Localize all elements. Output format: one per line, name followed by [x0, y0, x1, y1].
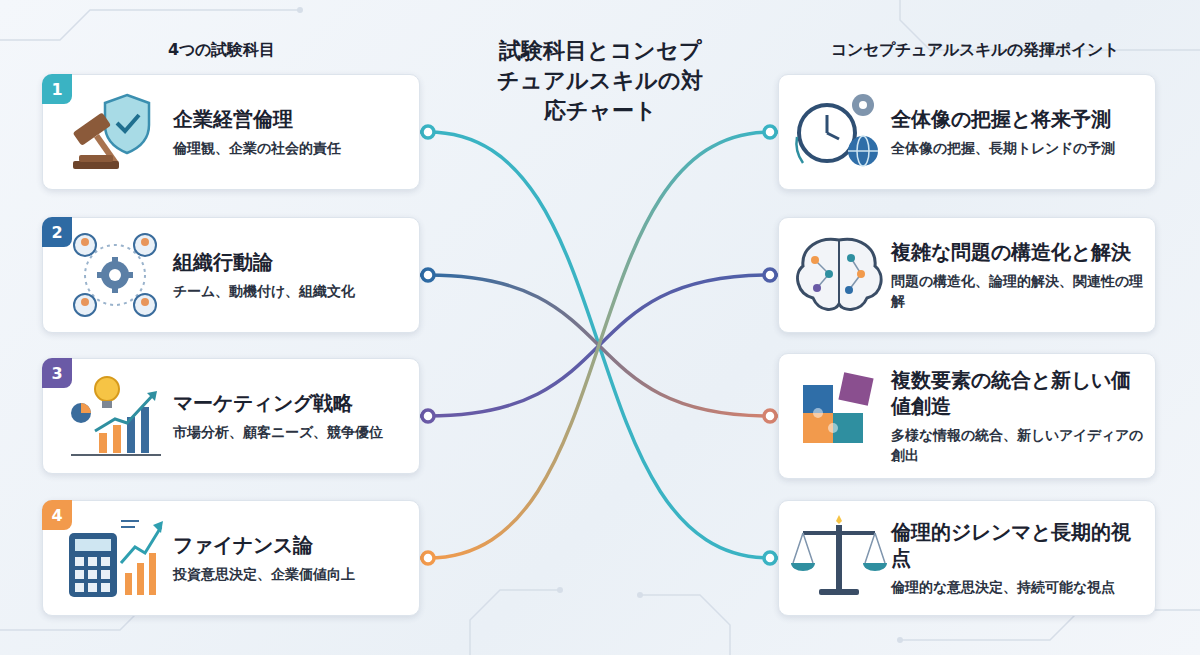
- subject-card: 企業経営倫理倫理観、企業の社会的責任 1: [42, 74, 420, 190]
- connector-end-dot: [422, 410, 434, 422]
- subject-card: 全体像の把握と将来予測全体像の把握、長期トレンドの予測: [778, 74, 1156, 190]
- calculator-key: [101, 570, 110, 579]
- card-heading: 複雑な問題の構造化と解決: [891, 239, 1143, 265]
- card-text: 複雑な問題の構造化と解決問題の構造化、論理的解決、関連性の理解: [891, 239, 1143, 311]
- idea-chart-icon: [65, 371, 165, 461]
- badge-number: 3: [51, 364, 62, 383]
- connector-end-dot: [764, 269, 776, 281]
- connector-end-dot: [422, 269, 434, 281]
- card-text: ファイナンス論投資意思決定、企業価値向上: [173, 532, 355, 584]
- calculator-key: [75, 570, 84, 579]
- calculator-key: [75, 583, 84, 592]
- card-heading: 倫理的ジレンマと長期的視点: [891, 519, 1143, 571]
- card-heading: 企業経営倫理: [173, 106, 341, 132]
- number-badge: 2: [42, 217, 72, 247]
- card-body: 全体像の把握、長期トレンドの予測: [891, 138, 1115, 158]
- card-heading: 全体像の把握と将来予測: [891, 106, 1115, 132]
- connector-end-dot: [764, 410, 776, 422]
- card-body: チーム、動機付け、組織文化: [173, 281, 355, 301]
- calculator-key: [88, 557, 97, 566]
- card-text: 企業経営倫理倫理観、企業の社会的責任: [173, 106, 341, 158]
- number-badge: 1: [42, 74, 72, 104]
- card-text: マーケティング戦略市場分析、顧客ニーズ、競争優位: [173, 390, 383, 442]
- calculator-key: [88, 570, 97, 579]
- card-heading: ファイナンス論: [173, 532, 355, 558]
- subject-card: ファイナンス論投資意思決定、企業価値向上 4: [42, 500, 420, 616]
- subject-card: 倫理的ジレンマと長期的視点倫理的な意思決定、持続可能な視点: [778, 500, 1156, 616]
- card-heading: 組織行動論: [173, 249, 355, 275]
- card-text: 複数要素の統合と新しい価値創造多様な情報の統合、新しいアイディアの創出: [891, 367, 1143, 465]
- connector-end-dot: [422, 126, 434, 138]
- connector: [420, 132, 778, 558]
- card-heading: 複数要素の統合と新しい価値創造: [891, 367, 1143, 419]
- card-text: 倫理的ジレンマと長期的視点倫理的な意思決定、持続可能な視点: [891, 519, 1143, 597]
- gavel-shield-icon: [65, 87, 165, 177]
- badge-number: 2: [51, 223, 62, 242]
- badge-number: 4: [51, 506, 62, 525]
- card-body: 問題の構造化、論理的解決、関連性の理解: [891, 271, 1143, 311]
- card-heading: マーケティング戦略: [173, 390, 383, 416]
- connector-end-dot: [764, 126, 776, 138]
- calculator-key: [88, 583, 97, 592]
- column-header: 4つの試験科目: [168, 40, 275, 61]
- connector-end-dot: [422, 552, 434, 564]
- connector-end-dot: [764, 552, 776, 564]
- clock-globe-icon: [789, 87, 889, 177]
- card-text: 組織行動論チーム、動機付け、組織文化: [173, 249, 355, 301]
- calculator-key: [75, 557, 84, 566]
- subject-card: マーケティング戦略市場分析、顧客ニーズ、競争優位 3: [42, 358, 420, 474]
- puzzle-icon: [789, 371, 889, 461]
- subject-card: 複雑な問題の構造化と解決問題の構造化、論理的解決、関連性の理解: [778, 217, 1156, 333]
- team-gear-icon: [65, 230, 165, 320]
- badge-number: 1: [51, 80, 62, 99]
- number-badge: 3: [42, 358, 72, 388]
- card-text: 全体像の把握と将来予測全体像の把握、長期トレンドの予測: [891, 106, 1115, 158]
- card-body: 多様な情報の統合、新しいアイディアの創出: [891, 425, 1143, 465]
- subject-card: 組織行動論チーム、動機付け、組織文化 2: [42, 217, 420, 333]
- number-badge: 4: [42, 500, 72, 530]
- card-body: 倫理的な意思決定、持続可能な視点: [891, 577, 1143, 597]
- card-body: 投資意思決定、企業価値向上: [173, 564, 355, 584]
- column-header: コンセプチュアルスキルの発揮ポイント: [831, 40, 1119, 61]
- connector: [420, 132, 778, 558]
- calculator-chart-icon: [65, 513, 165, 603]
- calculator-key: [101, 557, 110, 566]
- calculator-key: [101, 583, 110, 592]
- card-body: 市場分析、顧客ニーズ、競争優位: [173, 422, 383, 442]
- chart-title: 試験科目とコンセプチュアルスキルの対応チャート: [492, 36, 708, 126]
- scales-icon: [789, 513, 889, 603]
- brain-icon: [789, 230, 889, 320]
- subject-card: 複数要素の統合と新しい価値創造多様な情報の統合、新しいアイディアの創出: [778, 353, 1156, 479]
- card-body: 倫理観、企業の社会的責任: [173, 138, 341, 158]
